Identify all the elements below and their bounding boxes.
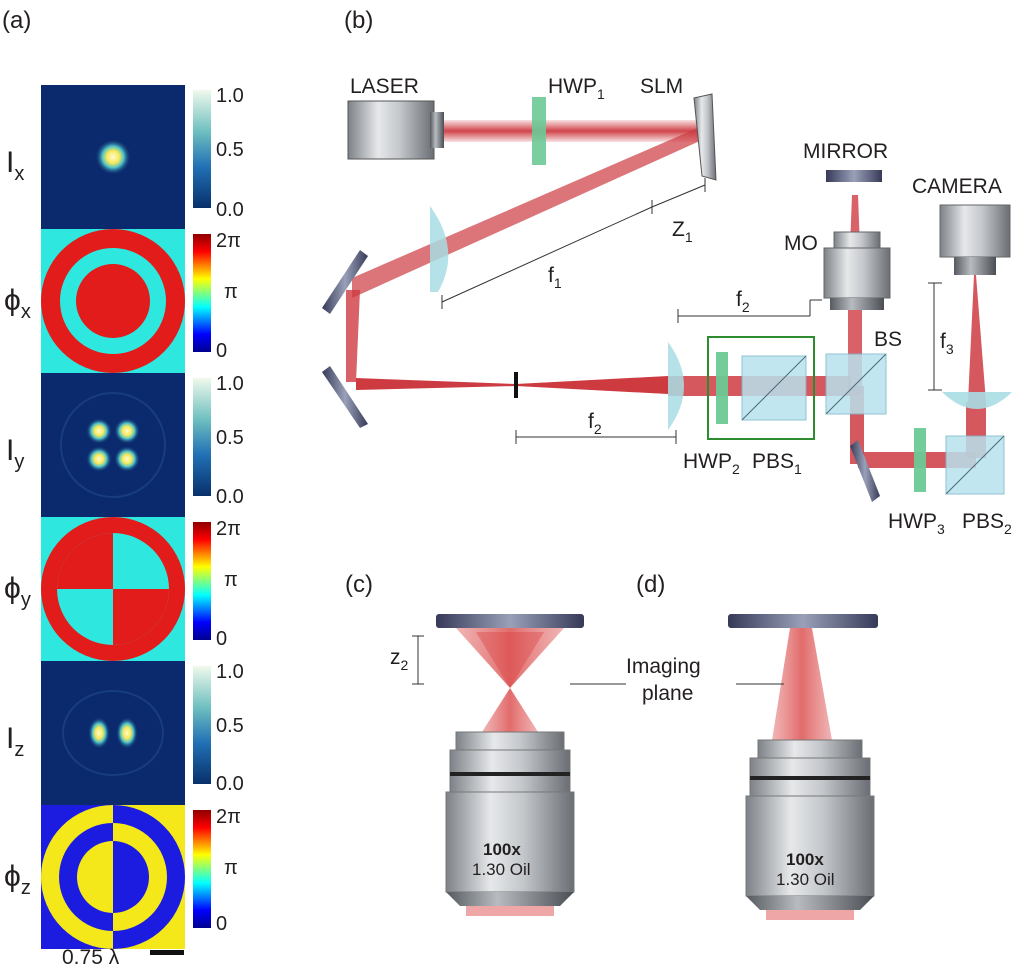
row-label-iy: Iy [6, 434, 24, 473]
row-label-phiz: ϕz [4, 860, 31, 899]
mo-label: MO [784, 232, 818, 255]
phiz-map [41, 805, 185, 949]
f1-label: f1 [548, 264, 562, 291]
row-label-ix: Ix [6, 146, 24, 185]
panel-b-label: (b) [344, 7, 373, 34]
pbs1-label: PBS1 [752, 450, 802, 477]
svg-text:0: 0 [216, 340, 227, 362]
panel-d-objective [728, 614, 878, 920]
svg-text:1.0: 1.0 [216, 373, 244, 395]
svg-text:2π: 2π [216, 230, 241, 252]
svg-text:ϕx: ϕx [4, 284, 31, 323]
colorbar-phiz: 2π π 0 [193, 806, 241, 935]
svg-text:0.5: 0.5 [216, 139, 244, 161]
svg-text:0.0: 0.0 [216, 486, 244, 508]
ix-map [41, 85, 185, 229]
laser-label: LASER [350, 75, 419, 98]
svg-text:ϕz: ϕz [4, 860, 31, 899]
z2-dimension [412, 635, 424, 685]
scale-bar-label: 0.75 λ [62, 946, 120, 967]
z2-label: z2 [390, 646, 409, 673]
pbs2-label: PBS2 [962, 510, 1012, 537]
f2-bottom-dimension [515, 430, 677, 444]
z1-label: Z1 [672, 218, 693, 245]
svg-text:1.0: 1.0 [216, 85, 244, 107]
f2-bottom-label: f2 [588, 410, 602, 437]
hwp2-pbs1-assembly [707, 336, 815, 440]
slm-label: SLM [640, 75, 683, 98]
panel-d-spec: 1.30 Oil [776, 870, 835, 889]
iz-map [41, 661, 185, 805]
hwp2-label: HWP2 [683, 450, 740, 477]
svg-text:ϕy: ϕy [4, 572, 31, 611]
lens-f2 [668, 342, 684, 430]
fold-mirror-upper [322, 250, 368, 314]
panel-d-label: (d) [636, 571, 665, 598]
panel-d-magnification: 100x [786, 850, 824, 869]
svg-text:1.0: 1.0 [216, 661, 244, 683]
colorbar-phiy: 2π π 0 [193, 518, 241, 650]
svg-text:2π: 2π [216, 518, 241, 540]
fold-mirror-lower [322, 366, 368, 428]
svg-text:0: 0 [216, 628, 227, 650]
colorbar-iy: 1.0 0.5 0.0 [193, 373, 244, 508]
f3-dimension [928, 282, 942, 391]
f3-label: f3 [940, 330, 954, 357]
svg-text:0.5: 0.5 [216, 427, 244, 449]
phiy-map [41, 517, 185, 661]
svg-text:π: π [224, 569, 238, 591]
lens-f3 [942, 392, 1012, 409]
top-mirror [826, 170, 882, 182]
svg-text:0.0: 0.0 [216, 199, 244, 221]
camera-label: CAMERA [912, 175, 1002, 198]
panel-a-label: (a) [2, 7, 31, 34]
pbs2 [945, 435, 1005, 495]
imaging-plane-label-line1: Imaging [626, 655, 701, 678]
hwp3-label: HWP3 [888, 510, 945, 537]
svg-text:Ix: Ix [6, 146, 24, 185]
iy-map [41, 373, 185, 517]
lens-f1 [430, 206, 449, 292]
panel-c-objective [436, 614, 584, 916]
row-label-phix: ϕx [4, 284, 31, 323]
hwp1: HWP1 [532, 75, 605, 165]
svg-text:Iy: Iy [6, 434, 24, 473]
bs-label: BS [874, 328, 902, 351]
colorbar-phix: 2π π 0 [193, 230, 241, 362]
svg-text:0: 0 [216, 913, 227, 935]
z1-dimension [651, 178, 706, 214]
fold-mirror-bottom [850, 440, 880, 502]
f2-top-label: f2 [736, 288, 750, 315]
panel-c-label: (c) [345, 571, 373, 598]
panel-c-spec: 1.30 Oil [472, 860, 531, 879]
pinhole [514, 372, 518, 398]
microscope-objective [823, 231, 891, 310]
beam-splitter [825, 353, 887, 415]
panel-c-magnification: 100x [483, 840, 521, 859]
svg-text:0.0: 0.0 [216, 773, 244, 795]
row-label-phiy: ϕy [4, 572, 31, 611]
phix-map [41, 229, 185, 373]
slm: SLM [640, 75, 717, 181]
hwp3 [914, 428, 926, 492]
imaging-plane-label-line2: plane [642, 682, 693, 705]
row-label-iz: Iz [6, 722, 24, 761]
scale-bar [150, 950, 184, 955]
svg-text:Iz: Iz [6, 722, 24, 761]
svg-text:0.5: 0.5 [216, 715, 244, 737]
f2-top-dimension [677, 299, 822, 323]
colorbar-ix: 1.0 0.5 0.0 [193, 85, 244, 221]
hwp1-label: HWP1 [548, 75, 605, 102]
svg-text:π: π [224, 281, 238, 303]
svg-text:2π: 2π [216, 806, 241, 828]
camera [939, 204, 1011, 275]
laser: LASER [347, 75, 444, 160]
mirror-label: MIRROR [803, 140, 888, 163]
colorbar-iz: 1.0 0.5 0.0 [193, 661, 244, 795]
svg-text:π: π [224, 857, 238, 879]
f1-dimension [441, 206, 653, 309]
